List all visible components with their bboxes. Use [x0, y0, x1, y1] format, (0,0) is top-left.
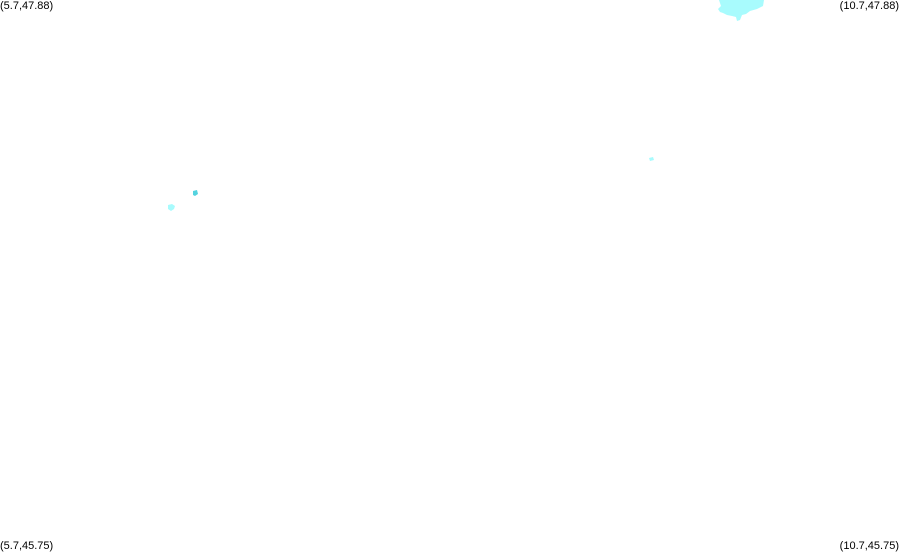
pond-left-small: [193, 190, 198, 196]
pond-right: [649, 157, 654, 161]
corner-label-bottom-left: (5.7,45.75): [0, 540, 54, 552]
lake-top-right: [718, 0, 764, 21]
corner-label-bottom-right: (10.7,45.75): [839, 540, 899, 552]
corner-label-top-left: (5.7,47.88): [0, 0, 54, 12]
pond-left: [168, 204, 175, 211]
corner-label-top-right: (10.7,47.88): [839, 0, 899, 12]
